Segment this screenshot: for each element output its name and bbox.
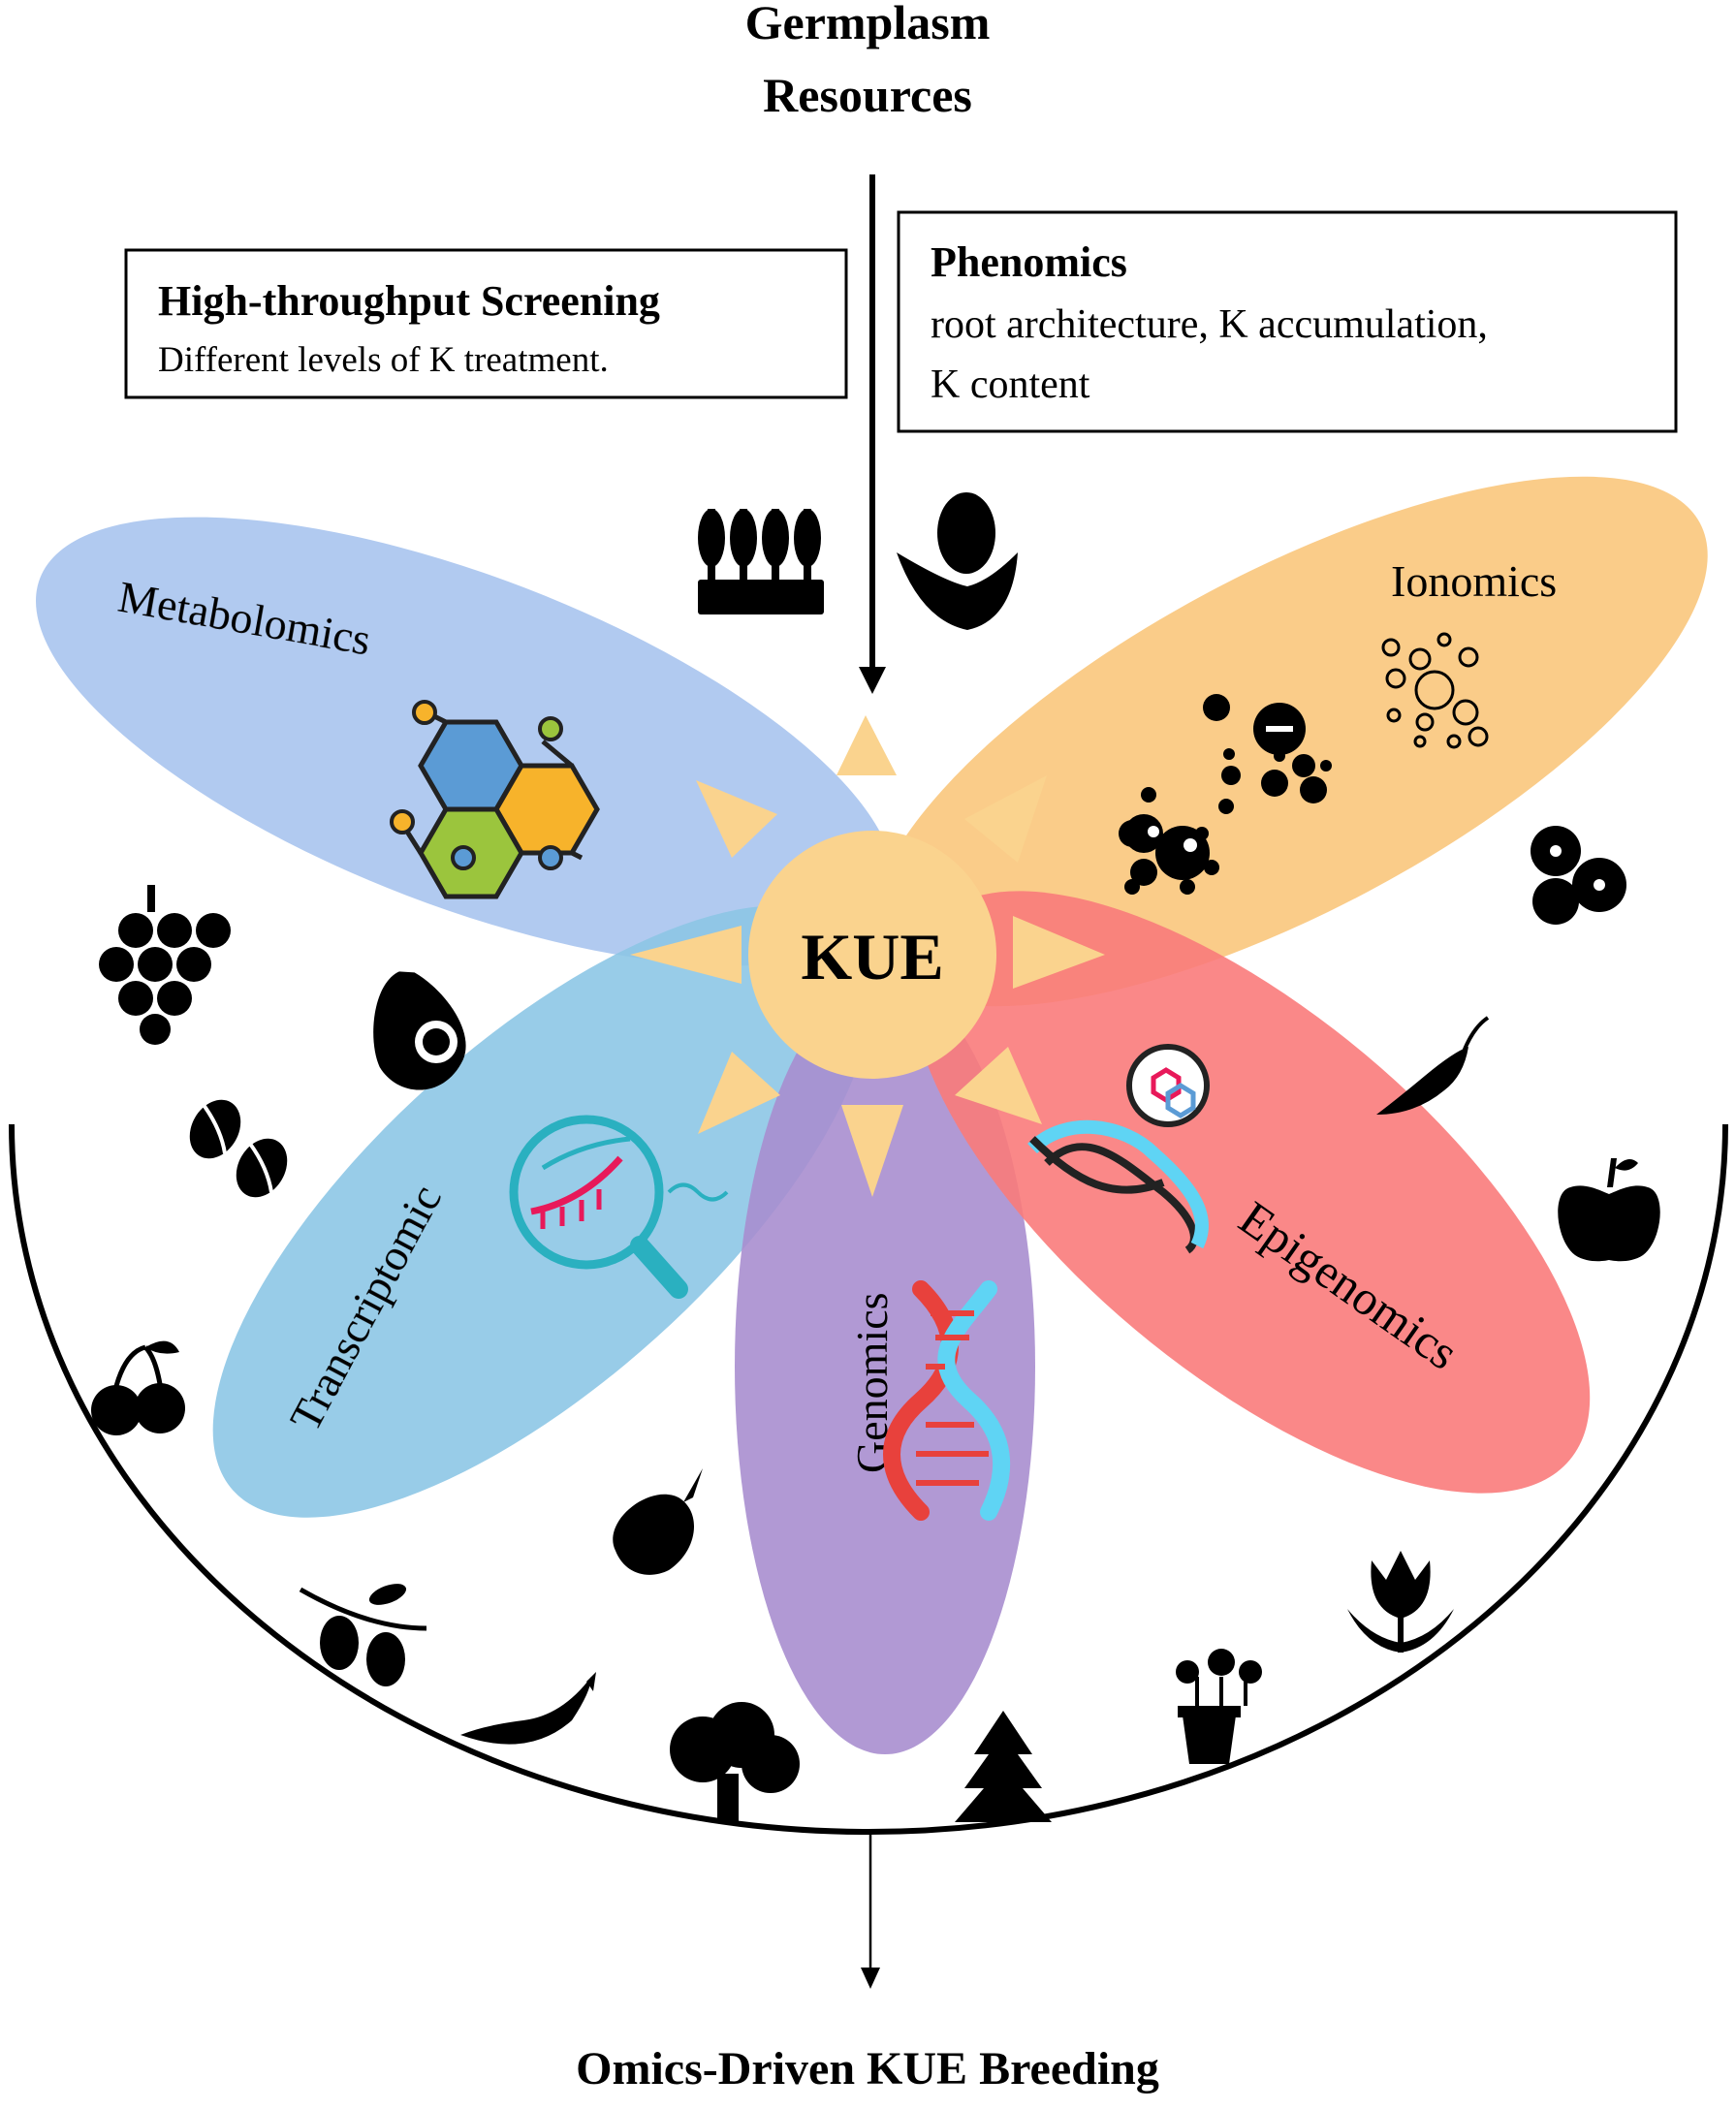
corn-icon bbox=[897, 492, 1018, 630]
sun-ray bbox=[696, 780, 777, 858]
tree-icon bbox=[670, 1702, 800, 1822]
phenomics-box-title: Phenomics bbox=[931, 238, 1127, 286]
eggplant-icon bbox=[613, 1468, 703, 1575]
banana-icon bbox=[460, 1672, 596, 1745]
screening-box-subtitle: Different levels of K treatment. bbox=[158, 340, 609, 380]
genomics-petal bbox=[735, 979, 1035, 1754]
epigenomics-petal bbox=[910, 891, 1591, 1494]
avocado-icon bbox=[373, 971, 466, 1090]
olive-branch-icon bbox=[299, 1584, 427, 1686]
sun-ray bbox=[1013, 916, 1105, 989]
kue-circle bbox=[748, 831, 996, 1079]
ions-outline-icon bbox=[1381, 632, 1489, 749]
footer-label: Omics-Driven KUE Breeding bbox=[576, 2043, 1159, 2094]
blueberries-icon bbox=[1531, 826, 1626, 925]
phenomics-box: Phenomics root architecture, K accumulat… bbox=[897, 210, 1678, 433]
cherries-icon bbox=[91, 1340, 185, 1435]
tulip-icon bbox=[1347, 1551, 1454, 1653]
sun-ray bbox=[698, 1052, 780, 1134]
apple-icon bbox=[1558, 1158, 1660, 1262]
screening-box-title: High-throughput Screening bbox=[158, 277, 660, 325]
ions-icon bbox=[1119, 694, 1332, 895]
ionomics-label: Ionomics bbox=[1391, 556, 1557, 606]
phenomics-box-line-2: K content bbox=[931, 362, 1090, 407]
dna-chat-icon bbox=[1027, 1044, 1210, 1254]
screening-box: High-throughput Screening Different leve… bbox=[124, 248, 848, 399]
dna-helix-icon bbox=[883, 1280, 1011, 1521]
header: Germplasm Resources bbox=[745, 0, 991, 122]
breeding-bowl bbox=[9, 1123, 1728, 1989]
kue-label: KUE bbox=[801, 920, 943, 993]
germplasm-arrow bbox=[859, 174, 886, 694]
dna-magnifier-icon bbox=[509, 1115, 729, 1299]
header-line-2: Resources bbox=[763, 68, 972, 122]
phenomics-box-line-1: root architecture, K accumulation, bbox=[931, 302, 1488, 347]
grapes-icon bbox=[99, 885, 231, 1045]
sun-ray bbox=[630, 926, 742, 984]
potted-flower-icon bbox=[1176, 1649, 1262, 1764]
chili-pepper-icon bbox=[1376, 1016, 1490, 1115]
wheat-icon bbox=[698, 509, 824, 614]
molecule-icon bbox=[390, 700, 600, 899]
sun-ray bbox=[841, 1105, 903, 1197]
header-line-1: Germplasm bbox=[745, 0, 991, 49]
kue-sun: KUE bbox=[630, 715, 1105, 1197]
sun-ray bbox=[836, 715, 897, 775]
pine-tree-icon bbox=[955, 1711, 1052, 1822]
coffee-beans-icon bbox=[189, 1099, 288, 1198]
sun-ray bbox=[955, 1047, 1042, 1124]
sun-ray bbox=[964, 775, 1047, 863]
